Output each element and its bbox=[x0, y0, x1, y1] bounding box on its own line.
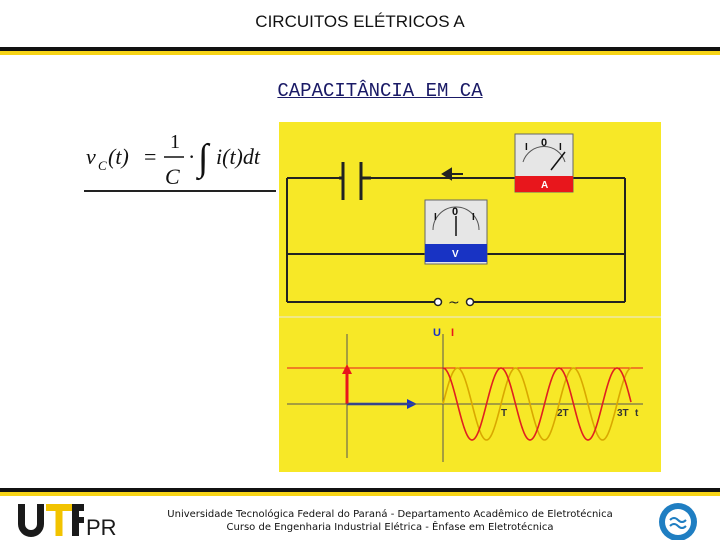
footer-line-2: Curso de Engenharia Industrial Elétrica … bbox=[226, 522, 554, 533]
university-seal-icon bbox=[659, 503, 697, 540]
ammeter-scale-left: I bbox=[525, 142, 528, 153]
time-graph: U I T 2T 3T t bbox=[287, 327, 643, 462]
graph-u-label: U bbox=[433, 327, 441, 339]
ammeter-label: A bbox=[541, 180, 548, 191]
ammeter-scale-right: I bbox=[559, 142, 562, 153]
formula-underline bbox=[84, 190, 276, 192]
ammeter-icon: I 0 I A bbox=[514, 133, 574, 193]
footer-line-1: Universidade Tecnológica Federal do Para… bbox=[167, 509, 613, 520]
current-arrow-icon bbox=[441, 167, 463, 181]
graph-i-label: I bbox=[451, 327, 454, 339]
formula-integrand: i(t)dt bbox=[216, 144, 261, 169]
svg-text:PR: PR bbox=[86, 515, 117, 538]
slide-title: CAPACITÂNCIA EM CA bbox=[277, 80, 483, 102]
footer-divider bbox=[0, 488, 720, 496]
footer-text: Universidade Tecnológica Federal do Para… bbox=[160, 508, 620, 534]
voltmeter-scale-left: I bbox=[434, 212, 437, 223]
ac-source-symbol: ~ bbox=[448, 295, 460, 311]
voltmeter-scale-right: I bbox=[472, 212, 475, 223]
formula-denominator: C bbox=[165, 164, 180, 189]
ammeter-scale-zero: 0 bbox=[541, 137, 547, 149]
formula-dot: · bbox=[188, 144, 195, 169]
capacitor-ac-simulation: I 0 I A I 0 I V ~ U I T bbox=[279, 122, 661, 472]
ammeter-needle bbox=[550, 151, 566, 171]
formula-sub: C bbox=[98, 158, 107, 173]
capacitor-icon bbox=[339, 162, 371, 200]
formula-v: v bbox=[86, 144, 96, 169]
header-divider bbox=[0, 47, 720, 55]
simulation-background bbox=[279, 122, 661, 472]
integral-sign: ∫ bbox=[196, 137, 211, 181]
voltmeter-scale-zero: 0 bbox=[452, 206, 458, 218]
voltmeter-label: V bbox=[452, 249, 459, 260]
formula-numerator: 1 bbox=[170, 131, 180, 153]
formula-arg: (t) bbox=[108, 144, 129, 169]
formula-equals: = bbox=[144, 144, 156, 169]
tick-T: T bbox=[501, 408, 507, 419]
utfpr-logo: PR bbox=[18, 504, 117, 538]
tick-3T: 3T bbox=[617, 408, 629, 419]
ac-source-icon: ~ bbox=[433, 295, 475, 311]
current-wave bbox=[442, 367, 632, 441]
voltmeter-icon: I 0 I V bbox=[424, 199, 488, 265]
tick-t: t bbox=[635, 408, 639, 419]
capacitor-voltage-formula: v C (t) = 1 C · ∫ i(t)dt bbox=[86, 131, 261, 189]
header-title: CIRCUITOS ELÉTRICOS A bbox=[255, 12, 465, 31]
tick-2T: 2T bbox=[557, 408, 569, 419]
